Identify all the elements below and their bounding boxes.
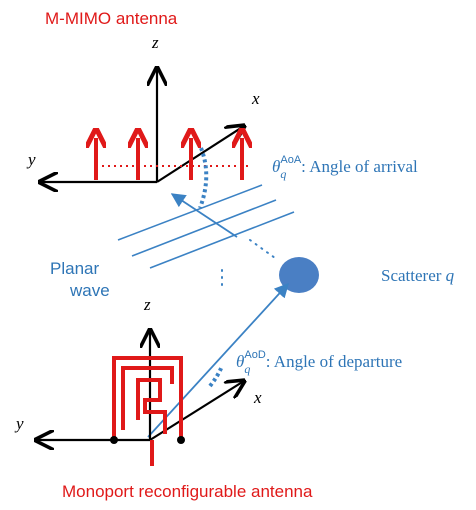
aod-subscript: q	[244, 362, 250, 376]
port-node	[110, 436, 118, 444]
arrival-ray	[170, 193, 238, 238]
departure-ray	[147, 282, 289, 438]
wavefront-line	[117, 184, 263, 241]
top-x-axis	[156, 126, 244, 183]
aod-text: : Angle of departure	[266, 352, 402, 371]
scatterer-dot	[279, 257, 319, 293]
aod-superscript: AoD	[244, 349, 265, 361]
port-node	[177, 436, 185, 444]
aoa-superscript: AoA	[280, 154, 301, 166]
aoa-label: θqAoA: Angle of arrival	[272, 154, 418, 181]
top-z-label: z	[151, 33, 159, 52]
scatterer-text: Scatterer	[381, 266, 446, 285]
arrival-ray-dots	[249, 239, 276, 259]
aod-theta: θ	[236, 352, 244, 371]
outer-bracket	[112, 356, 183, 440]
planar-wave-label-line1: Planar	[50, 259, 99, 278]
wavefront-line	[131, 199, 277, 257]
reconfigurable-antenna-structure	[112, 356, 183, 466]
top-y-label: y	[26, 150, 36, 169]
bottom-z-label: z	[143, 295, 151, 314]
monoport-antenna-title: Monoport reconfigurable antenna	[62, 482, 313, 501]
aoa-subscript: q	[280, 167, 286, 181]
aoa-theta: θ	[272, 157, 280, 176]
planar-wave-label-line2: wave	[69, 281, 110, 300]
scatterer-q: q	[446, 266, 455, 285]
planar-wave-lines	[117, 184, 295, 269]
meander-line	[136, 378, 167, 434]
aod-angle-arc	[208, 365, 224, 388]
aoa-text: : Angle of arrival	[301, 157, 418, 176]
scatterer-label: Scatterer q	[381, 266, 455, 285]
top-x-label: x	[251, 89, 260, 108]
aoa-angle-arc	[198, 147, 209, 209]
antenna-array	[96, 138, 248, 180]
wavefront-line	[149, 211, 295, 269]
mmimo-antenna-title: M-MIMO antenna	[45, 9, 178, 28]
top-coordinate-axes	[40, 68, 244, 182]
aod-label: θqAoD: Angle of departure	[236, 349, 402, 376]
inner-bracket	[121, 366, 174, 430]
bottom-x-label: x	[253, 388, 262, 407]
bottom-y-label: y	[14, 414, 24, 433]
